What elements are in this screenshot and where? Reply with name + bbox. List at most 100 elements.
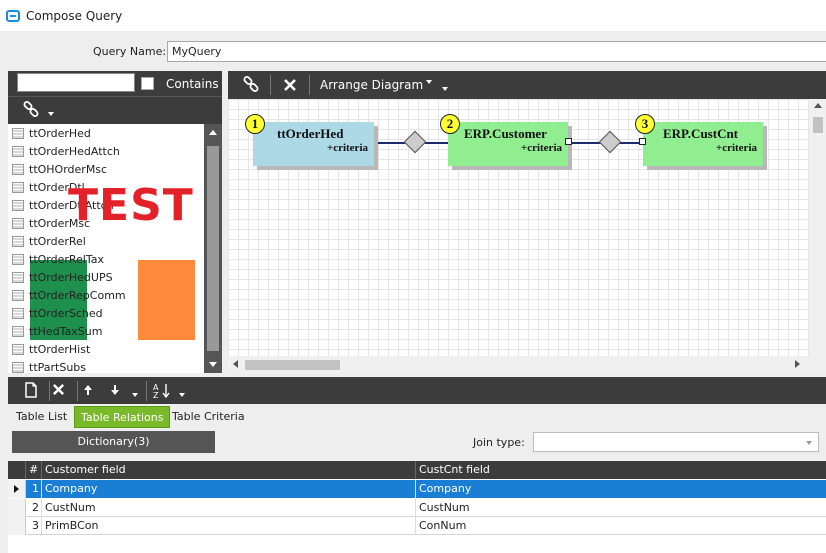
scroll-thumb[interactable]	[207, 146, 219, 351]
join-type-label: Join type:	[473, 436, 525, 449]
table-list-toolbar	[8, 96, 222, 123]
delete-icon[interactable]	[283, 78, 297, 92]
node-criteria-link[interactable]: +criteria	[520, 142, 562, 154]
toolbar-overflow-arrow-icon[interactable]	[442, 87, 449, 91]
table-icon	[12, 307, 24, 319]
arrange-diagram-button[interactable]: Arrange Diagram	[320, 78, 424, 92]
diagram-horizontal-scrollbar[interactable]	[228, 356, 826, 373]
sort-icon[interactable]: A Z	[153, 382, 171, 399]
table-icon	[12, 253, 24, 265]
column-header[interactable]: #	[26, 461, 42, 479]
table-name-label: ttOrderSched	[29, 306, 103, 320]
chevron-down-icon[interactable]	[806, 441, 812, 445]
table-icon	[12, 181, 24, 193]
table-search-input[interactable]	[17, 73, 135, 92]
tab-table-relations[interactable]: Table Relations	[74, 406, 171, 428]
list-item[interactable]: ttOrderHedAttch	[8, 142, 204, 160]
dictionary-button[interactable]: Dictionary(3)	[12, 431, 215, 453]
table-icon	[12, 325, 24, 337]
join-type-select[interactable]	[533, 432, 819, 452]
node-number-badge: 3	[635, 114, 655, 134]
column-header[interactable]: Customer field	[42, 461, 416, 479]
relations-grid: # Customer field CustCnt field 1 Company…	[8, 461, 826, 553]
table-name-label: ttHedTaxSum	[29, 324, 103, 338]
row-number: 3	[26, 517, 42, 535]
table-icon	[12, 271, 24, 283]
table-node-erp-custcnt[interactable]: 3 ERP.CustCnt +criteria	[635, 114, 763, 166]
list-item[interactable]: ttHedTaxSum	[8, 322, 204, 340]
diagram-toolbar: Arrange Diagram	[228, 71, 826, 99]
table-name-label: ttOrderRepComm	[29, 288, 126, 302]
tab-table-list[interactable]: Table List	[16, 410, 68, 423]
delete-icon[interactable]	[52, 383, 65, 396]
list-item[interactable]: ttOrderDtlAttch	[8, 196, 204, 214]
table-row[interactable]: 3 PrimBCon ConNum	[8, 517, 826, 535]
row-indicator	[8, 517, 26, 535]
customer-field-cell[interactable]: CustNum	[42, 499, 416, 517]
customer-field-cell[interactable]: PrimBCon	[42, 517, 416, 535]
test-watermark-text: TEST	[68, 180, 194, 231]
scroll-right-icon[interactable]	[795, 360, 800, 368]
grid-header: # Customer field CustCnt field	[8, 461, 826, 479]
list-item[interactable]: ttOrderMsc	[8, 214, 204, 232]
row-number: 1	[26, 480, 42, 498]
table-list-scrollbar[interactable]	[204, 124, 222, 373]
custcnt-field-cell[interactable]: CustNum	[419, 501, 470, 514]
column-header[interactable]: CustCnt field	[419, 463, 490, 476]
custcnt-field-cell[interactable]: ConNum	[419, 519, 467, 532]
window-title: Compose Query	[26, 8, 123, 23]
node-criteria-link[interactable]: +criteria	[326, 142, 368, 154]
move-up-icon[interactable]	[83, 384, 93, 396]
list-item[interactable]: ttOrderRepComm	[8, 286, 204, 304]
scroll-up-icon[interactable]	[814, 103, 822, 108]
table-node-ttorderhed[interactable]: 1 ttOrderHed +criteria	[245, 114, 374, 166]
table-row[interactable]: 1 Company Company	[8, 480, 826, 498]
link-icon[interactable]	[22, 101, 40, 119]
arrange-dropdown-arrow-icon[interactable]	[426, 80, 433, 84]
new-document-icon[interactable]	[24, 382, 38, 398]
query-name-input[interactable]	[167, 41, 826, 62]
svg-text:A: A	[153, 383, 159, 392]
diagram-canvas[interactable]: 1 ttOrderHed +criteria 2 ERP.Customer +c…	[228, 99, 826, 373]
table-icon	[12, 289, 24, 301]
node-table-name: ttOrderHed	[277, 126, 344, 141]
scroll-thumb[interactable]	[245, 360, 340, 370]
list-item[interactable]: ttOrderRel	[8, 232, 204, 250]
link-icon[interactable]	[242, 76, 260, 94]
diagram-vertical-scrollbar[interactable]	[809, 99, 826, 356]
table-name-label: ttOrderHedAttch	[29, 144, 120, 158]
relation-diamond-2-3[interactable]	[598, 130, 622, 154]
list-item[interactable]: ttOrderHed	[8, 124, 204, 142]
contains-checkbox[interactable]	[141, 77, 154, 90]
table-name-label: ttOrderRel	[29, 234, 86, 248]
scroll-thumb[interactable]	[813, 117, 823, 133]
app-window-icon	[6, 9, 20, 22]
move-dropdown-arrow-icon[interactable]	[132, 393, 138, 397]
list-item[interactable]: ttOrderHedUPS	[8, 268, 204, 286]
table-row[interactable]: 2 CustNum CustNum	[8, 499, 826, 517]
row-indicator	[8, 480, 26, 498]
scroll-down-icon[interactable]	[209, 362, 217, 367]
list-item[interactable]: ttOrderDtl	[8, 178, 204, 196]
table-list: TEST ttOrderHed ttOrderHedAttch ttOHOrderM…	[8, 124, 204, 373]
node-number-badge: 1	[245, 114, 265, 134]
scroll-up-icon[interactable]	[209, 130, 217, 135]
list-item[interactable]: ttOHOrderMsc	[8, 160, 204, 178]
tab-strip: Table List Table Relations Table Criteri…	[8, 405, 826, 429]
custcnt-field-cell[interactable]: Company	[416, 480, 826, 498]
sort-dropdown-arrow-icon[interactable]	[179, 393, 185, 397]
relation-diamond-1-2[interactable]	[403, 130, 427, 154]
move-down-icon[interactable]	[110, 384, 120, 396]
list-item[interactable]: ttOrderSched	[8, 304, 204, 322]
scroll-left-icon[interactable]	[233, 360, 238, 368]
list-item[interactable]: ttPartSubs	[8, 358, 204, 373]
list-item[interactable]: ttOrderHist	[8, 340, 204, 358]
tab-table-criteria[interactable]: Table Criteria	[172, 410, 245, 423]
node-port-icon	[565, 138, 572, 145]
node-criteria-link[interactable]: +criteria	[715, 142, 757, 154]
link-dropdown-arrow-icon[interactable]	[48, 112, 54, 116]
customer-field-cell[interactable]: Company	[42, 480, 416, 498]
node-table-name: ERP.CustCnt	[663, 126, 739, 141]
list-item[interactable]: ttOrderRelTax	[8, 250, 204, 268]
table-node-erp-customer[interactable]: 2 ERP.Customer +criteria	[440, 114, 572, 166]
